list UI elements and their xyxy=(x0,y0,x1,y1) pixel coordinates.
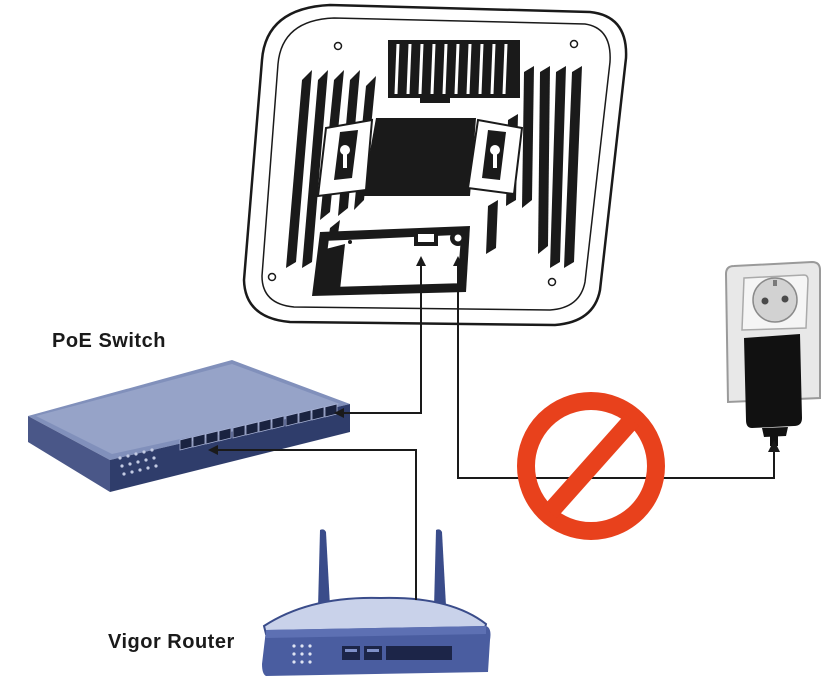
connection-lines xyxy=(208,256,775,600)
power-adapter-icon xyxy=(724,260,821,446)
network-switch-icon xyxy=(28,360,350,492)
router-to-switch-line xyxy=(208,445,417,600)
vigor-router-label: Vigor Router xyxy=(108,631,235,653)
poe-switch-label: PoE Switch xyxy=(52,330,166,352)
wifi-router-icon xyxy=(262,529,491,676)
prohibited-icon xyxy=(517,392,665,540)
adapter-to-ap-line xyxy=(453,256,775,479)
access-point-icon xyxy=(242,3,628,327)
